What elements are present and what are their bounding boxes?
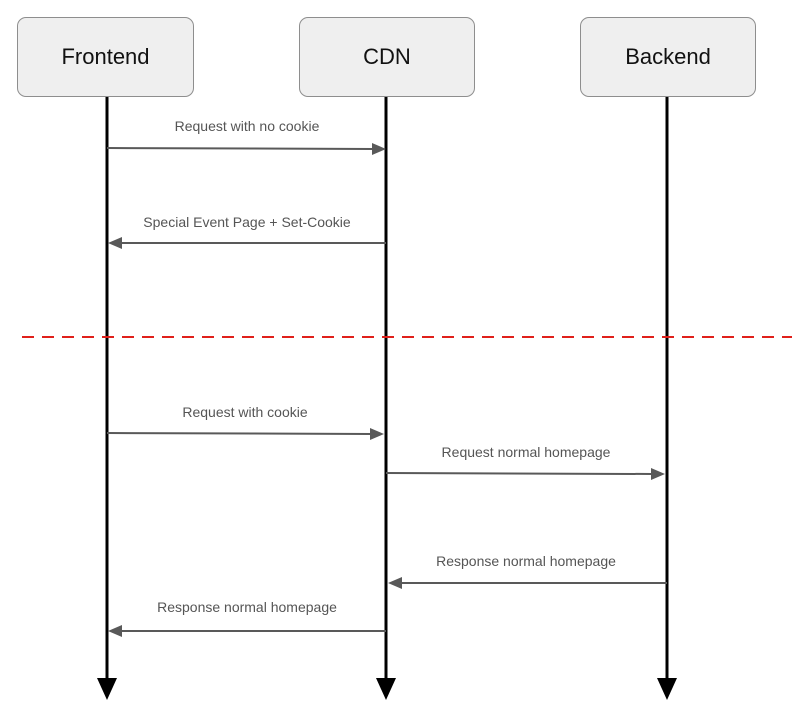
actor-cdn-label: CDN [363,44,411,69]
message-1-label: Request with no cookie [175,118,320,134]
message-4-arrow [385,472,653,475]
message-3-arrow [106,432,373,435]
lifeline-backend-arrowhead [657,678,677,700]
lifeline-cdn-arrowhead [376,678,396,700]
actor-frontend-label: Frontend [61,44,150,69]
actor-cdn: CDN [299,17,475,97]
message-2-arrowhead [108,237,122,249]
message-6-label: Response normal homepage [157,599,337,615]
message-5-label: Response normal homepage [436,553,616,569]
actor-frontend: Frontend [17,17,194,97]
message-3-label: Request with cookie [182,404,308,420]
message-5-arrowhead [388,577,402,589]
actor-backend-label: Backend [625,44,711,69]
lifeline-frontend-arrowhead [97,678,117,700]
message-1-arrowhead [372,143,386,155]
message-6-arrowhead [108,625,122,637]
message-1-arrow [106,147,375,150]
message-3-arrowhead [370,428,384,440]
message-4-label: Request normal homepage [442,444,611,460]
actor-backend: Backend [580,17,756,97]
message-2-label: Special Event Page + Set-Cookie [143,214,351,230]
message-4-arrowhead [651,468,665,480]
